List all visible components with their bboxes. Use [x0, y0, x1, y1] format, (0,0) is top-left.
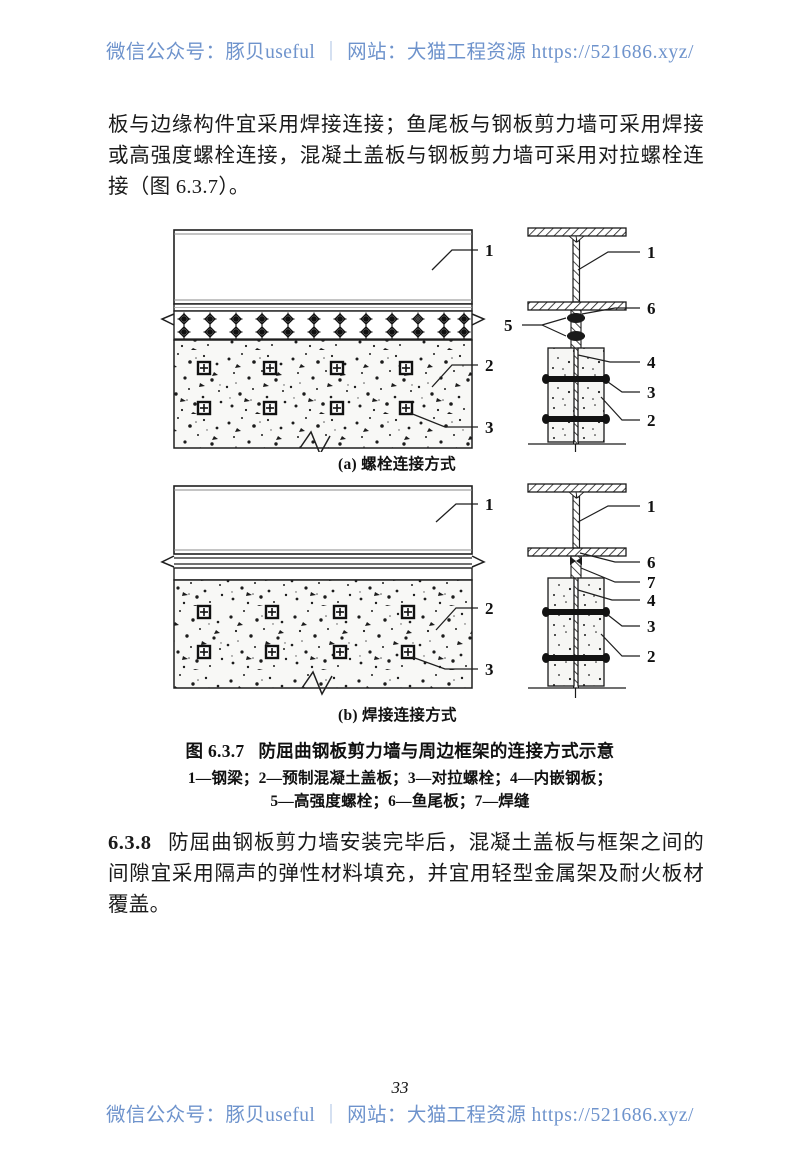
figa-section-concrete-left: [547, 347, 575, 443]
figa-section-callout-6: 6: [581, 299, 656, 318]
figb-steel-beam: [173, 485, 473, 555]
figa-steel-beam: [173, 229, 473, 312]
figa-section-callout-2-label: 2: [647, 411, 656, 430]
figa-callout-2-label: 2: [485, 356, 494, 375]
figb-break-symbol-left: [160, 555, 175, 568]
figb-callout-1-label: 1: [485, 495, 494, 514]
figb-callout-2: 2: [435, 599, 494, 631]
figa-section-callout-3-label: 3: [647, 383, 656, 402]
watermark-wechat-label: 微信公众号：豚贝useful: [105, 42, 316, 63]
figa-section-callout-1: 1: [577, 243, 656, 271]
figa-break-symbol-left: [160, 313, 175, 326]
figure-a-subcaption: (a) 螺栓连接方式: [338, 456, 456, 473]
figa-callout-3: 3: [409, 412, 494, 437]
figb-beam-bottom-flange: [527, 547, 627, 557]
watermark-footer-separator: ｜: [321, 1105, 342, 1126]
figb-section-callout-2-label: 2: [647, 647, 656, 666]
watermark-separator: ｜: [321, 42, 342, 63]
figb-section-tie-bolts: [542, 607, 610, 663]
figa-section-callout-1-label: 1: [647, 243, 656, 262]
figb-section-concrete-left: [547, 577, 575, 687]
watermark-footer-wechat-label: 微信公众号：豚贝useful: [105, 1105, 316, 1126]
section-number-638: 6.3.8: [108, 832, 152, 854]
figure-a-bolted-connection: 1 2 3: [160, 227, 656, 452]
figb-section-callout-4: 4: [577, 589, 656, 610]
figa-section-callout-2: 2: [600, 396, 656, 430]
figb-callout-1: 1: [435, 495, 494, 523]
figa-section-tie-bolts: [542, 374, 610, 424]
figa-callout-1-label: 1: [485, 241, 494, 260]
figb-section-callout-7-label: 7: [647, 573, 656, 592]
figa-section-callout-4-label: 4: [647, 353, 656, 372]
paragraph-intro: 板与边缘构件宜采用焊接连接；鱼尾板与钢板剪力墙可采用焊接或高强度螺栓连接，混凝土…: [108, 114, 704, 198]
watermark-footer-site-label: 网站：大猫工程资源: [347, 1105, 527, 1126]
figa-section-callout-5: 5: [504, 316, 567, 337]
figa-section-callout-6-label: 6: [647, 299, 656, 318]
figa-bolt-symbols: [177, 312, 471, 339]
watermark-header: 微信公众号：豚贝useful｜网站：大猫工程资源 https://521686.…: [0, 35, 800, 64]
watermark-url: https://521686.xyz/: [531, 42, 695, 63]
figa-bolt-band: [173, 310, 473, 341]
section-text-638: 防屈曲钢板剪力墙安装完毕后，混凝土盖板与框架之间的间隙宜采用隔声的弹性材料填充，…: [108, 832, 704, 916]
figa-tie-bolts: [196, 360, 414, 416]
figb-callout-3: 3: [411, 656, 494, 679]
figa-section-callout-4: 4: [577, 353, 656, 372]
figure-b-welded-connection: 1 2 3: [160, 483, 656, 698]
figure-legend-line-1: 1—钢梁；2—预制混凝土盖板；3—对拉螺栓；4—内嵌钢板；: [187, 770, 613, 787]
figa-concrete-panel: [173, 339, 473, 449]
figa-callout-2: 2: [431, 356, 494, 388]
figb-section-callout-3: 3: [607, 614, 656, 636]
figb-concrete-panel: [173, 579, 473, 689]
figa-fishplate-bolts: [567, 309, 585, 349]
figb-section-callout-6-label: 6: [647, 553, 656, 572]
figa-section-callout-3: 3: [607, 381, 656, 402]
watermark-site-label: 网站：大猫工程资源: [347, 42, 527, 63]
figure-legend-line-2: 5—高强度螺栓；6—鱼尾板；7—焊缝: [270, 793, 530, 810]
figa-section-concrete-right: [577, 347, 605, 443]
figure-b-subcaption: (b) 焊接连接方式: [338, 707, 457, 724]
figb-beam-top-flange: [527, 483, 627, 493]
figb-section-callout-6: 6: [579, 552, 656, 572]
figure-caption-number: 图 6.3.7: [185, 741, 245, 761]
figb-callout-2-label: 2: [485, 599, 494, 618]
figb-beam-web: [572, 491, 581, 549]
figb-break-symbol-bottom: [301, 670, 333, 696]
figb-plate-strip: [173, 567, 473, 581]
figure-caption-title: 防屈曲钢板剪力墙与周边框架的连接方式示意: [258, 741, 615, 761]
watermark-footer: 微信公众号：豚贝useful｜网站：大猫工程资源 https://521686.…: [0, 1098, 800, 1127]
figa-beam-top-flange: [527, 227, 627, 237]
figb-section-callout-3-label: 3: [647, 617, 656, 636]
figb-tie-bolts: [196, 604, 416, 660]
figb-section-callout-1-label: 1: [647, 497, 656, 516]
figure-caption: 图 6.3.7 防屈曲钢板剪力墙与周边框架的连接方式示意: [100, 738, 700, 763]
figb-section-callout-1: 1: [577, 497, 656, 523]
figa-break-symbol-right: [471, 313, 486, 326]
figb-section-callout-7: 7: [580, 567, 656, 592]
figa-callout-1: 1: [431, 241, 494, 271]
figb-callout-3-label: 3: [485, 660, 494, 679]
page-number: 33: [391, 1078, 409, 1097]
watermark-footer-url: https://521686.xyz/: [531, 1105, 695, 1126]
figb-section-callout-2: 2: [600, 633, 656, 666]
figb-break-symbol-right: [471, 555, 486, 568]
figa-section-view: 1 6 5 4 3 2: [504, 227, 656, 452]
figb-section-callout-4-label: 4: [647, 591, 656, 610]
figa-section-callout-5-label: 5: [504, 316, 513, 335]
figa-callout-3-label: 3: [485, 418, 494, 437]
figb-section-view: 1 6 7 4 3 2: [527, 483, 656, 698]
figb-weld-seam: [570, 555, 582, 579]
figa-break-symbol-bottom: [299, 430, 331, 452]
